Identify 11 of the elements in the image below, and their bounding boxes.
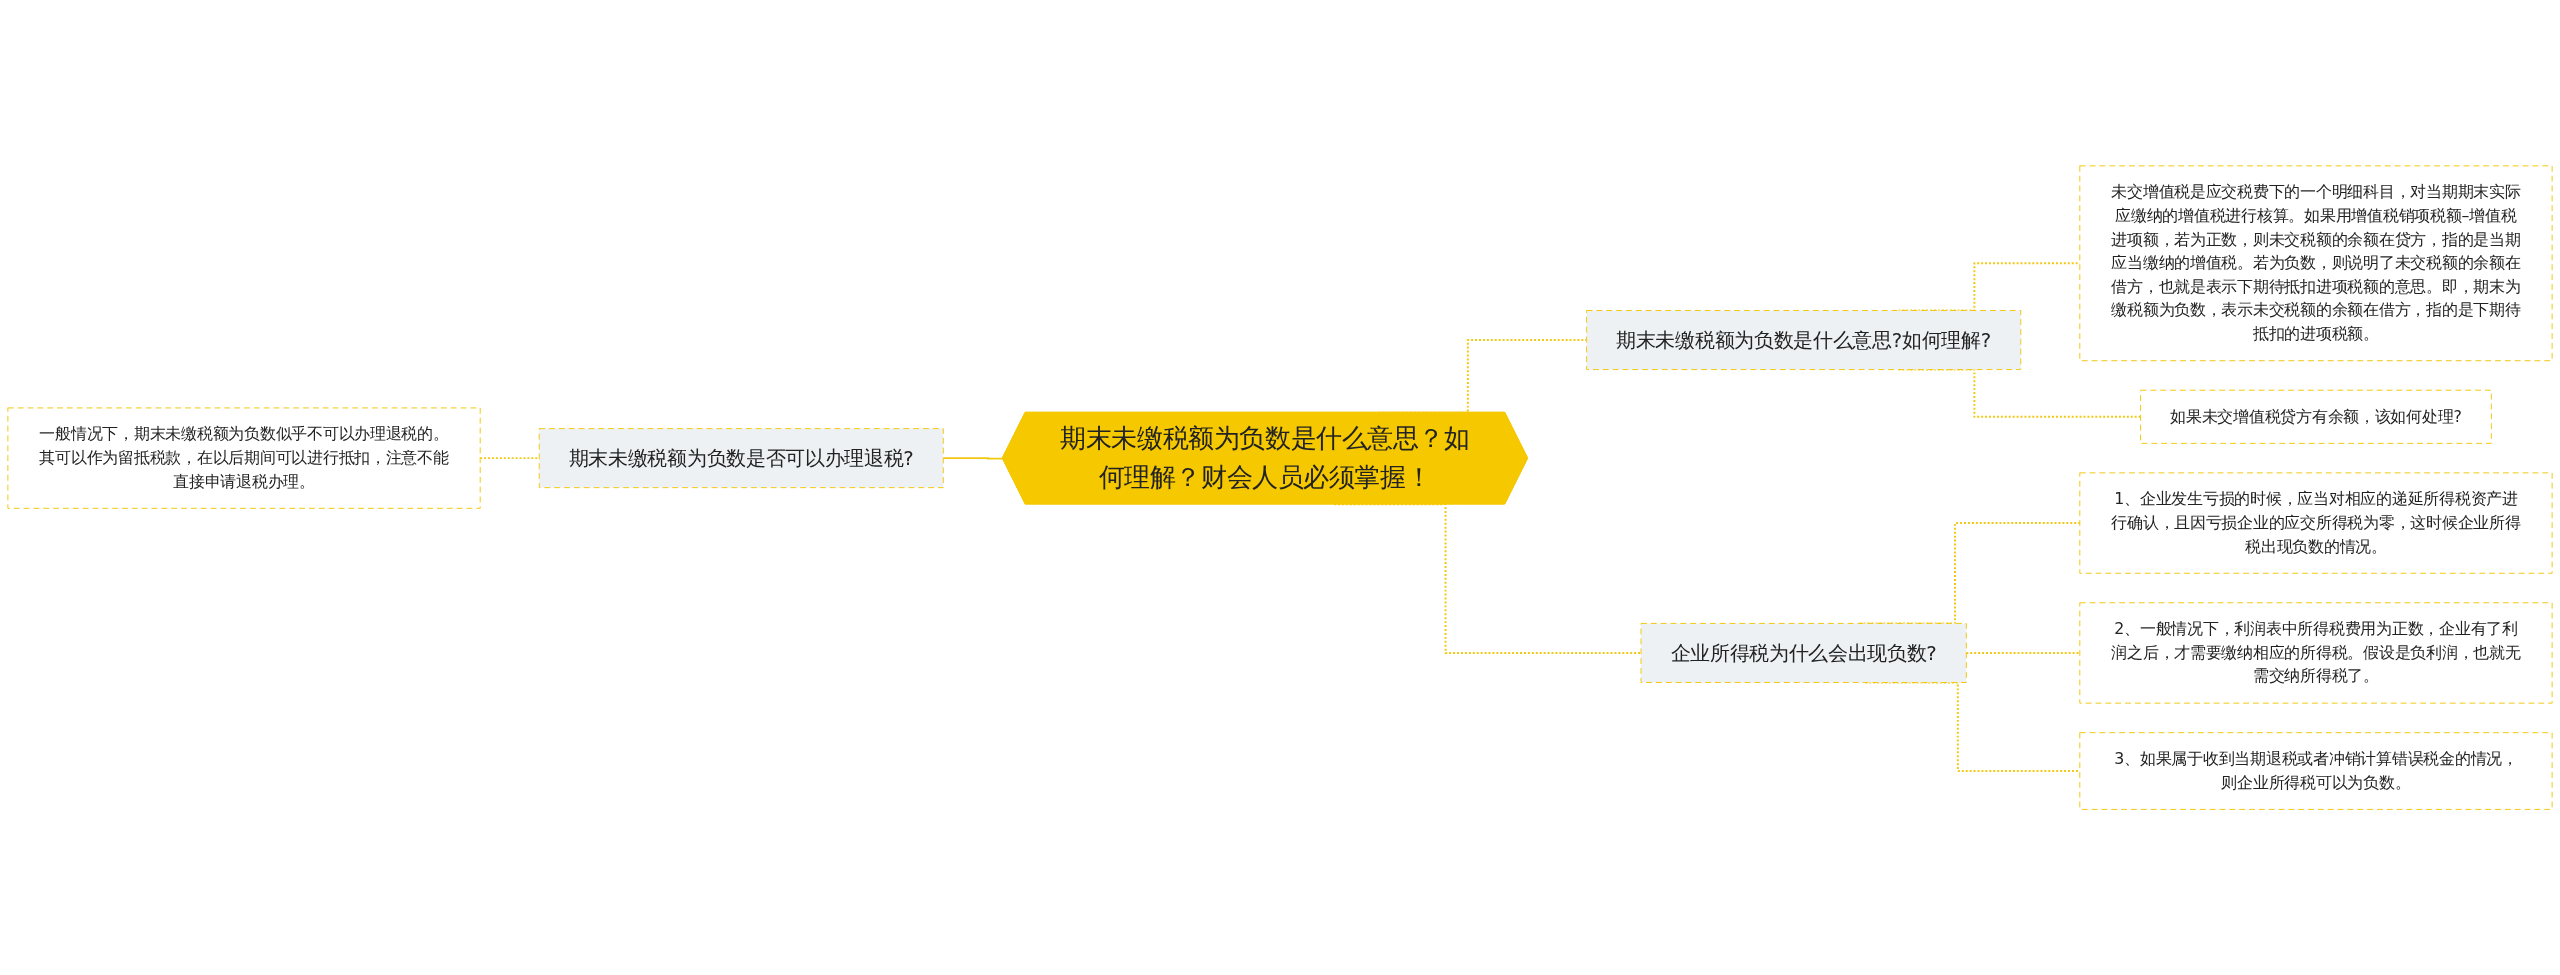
node-box: 期末未缴税额为负数是什么意思?如何理解? — [1586, 309, 2022, 370]
node-box: 一般情况下，期末未缴税额为负数似乎不可以办理退税的。其可以作为留抵税款，在以后期间可以进行抵扣，注意不能直接申请退税办理。 — [7, 407, 481, 509]
connector — [1965, 651, 2081, 654]
node-box: 如果未交增值税贷方有余额，该如何处理? — [2140, 389, 2492, 444]
node-box: 期末未缴税额为负数是否可以办理退税? — [538, 427, 944, 488]
node-box: 企业所得税为什么会出现负数? — [1640, 622, 1967, 683]
node-box: 3、如果属于收到当期退税或者冲销计算错误税金的情况，则企业所得税可以为负数。 — [2079, 732, 2553, 810]
node-box: 未交增值税是应交税费下的一个明细科目，对当期期末实际应缴纳的增值税进行核算。如果用增值税销项税额–增值税进项额，若为正数，则未交税额的余额在贷方，指的是当期应当缴纳的增值税。若为负数，则说明了未交税额的余额在借方，也就是表示下期待抵扣进项税额的意思。即，期末为缴税额为负数，表示未交税额的余额在借方，指的是下期待抵扣的进项税额。 — [2079, 165, 2553, 362]
connector — [942, 457, 1004, 460]
node-box: 1、企业发生亏损的时候，应当对相应的递延所得税资产进行确认，且因亏损企业的应交所得税为零，这时候企业所得税出现负数的情况。 — [2079, 472, 2553, 574]
node-box: 2、一般情况下，利润表中所得税费用为正数，企业有了利润之后，才需要缴纳相应的所得税。假设是负利润，也就无需交纳所得税了。 — [2079, 602, 2553, 704]
